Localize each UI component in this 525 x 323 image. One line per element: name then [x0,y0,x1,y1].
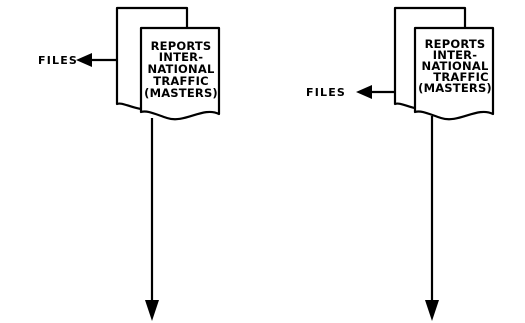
arrow-to-files [76,53,117,67]
document-label-line-1: REPORTS [151,39,212,53]
document-group-2: REPORTS INTER- NATIONAL TRAFFIC (MASTERS… [306,6,495,321]
document-label-line-4: TRAFFIC [153,74,208,88]
document-label-line-5: (MASTERS) [418,81,492,95]
arrow-head-left-icon [356,85,372,99]
arrow-down [425,116,439,321]
arrow-to-files [356,85,395,99]
files-label: FILES [38,54,78,67]
document-label: REPORTS INTER- NATIONAL TRAFFIC (MASTERS… [144,39,218,100]
arrow-down [145,118,159,321]
document-group-1: REPORTS INTER- NATIONAL TRAFFIC (MASTERS… [38,6,221,321]
document-label-line-1: REPORTS [425,37,486,51]
document-label-line-3: NATIONAL [422,59,489,73]
document-label-line-2: INTER- [159,50,203,64]
document-label-line-4: TRAFFIC [433,70,488,84]
document-label: REPORTS INTER- NATIONAL TRAFFIC (MASTERS… [418,37,492,95]
arrow-head-left-icon [76,53,92,67]
document-label-line-3: NATIONAL [148,62,215,76]
document-label-line-2: INTER- [433,48,477,62]
arrow-head-down-icon [145,300,159,321]
document-label-line-5: (MASTERS) [144,86,218,100]
files-label: FILES [306,86,346,99]
arrow-head-down-icon [425,300,439,321]
